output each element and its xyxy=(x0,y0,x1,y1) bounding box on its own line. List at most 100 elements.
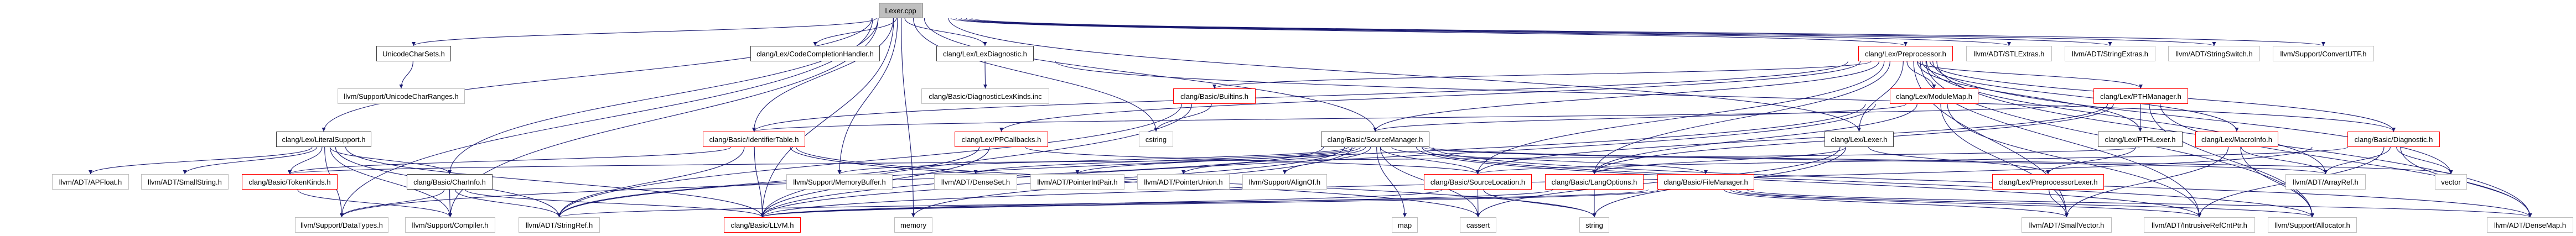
edge-filemanager-to-smallvector xyxy=(1723,189,2069,218)
edge-sourcemanager-to-arrayref xyxy=(1422,146,2328,175)
edge-lexer_cpp-to-cstring xyxy=(913,18,1158,132)
node-modulemap[interactable]: clang/Lex/ModuleMap.h xyxy=(1890,88,1978,104)
node-codecompletionhandler[interactable]: clang/Lex/CodeCompletionHandler.h xyxy=(750,46,880,61)
node-sourcemanager[interactable]: clang/Basic/SourceManager.h xyxy=(1321,132,1429,147)
node-cstring[interactable]: cstring xyxy=(1139,132,1173,147)
edge-pthmanager-to-pthlexer xyxy=(2138,103,2143,132)
edge-unicodecharsets-to-unicodecharranges xyxy=(399,61,413,89)
node-lexer-cpp: Lexer.cpp xyxy=(879,3,922,18)
edge-modulemap-to-smallvector xyxy=(1940,103,2069,218)
node-memory[interactable]: memory xyxy=(894,217,932,233)
edge-charinfo-to-stringref xyxy=(454,189,561,218)
edge-pplexer-to-smallvector xyxy=(2049,189,2069,218)
node-identifiertable[interactable]: clang/Basic/IdentifierTable.h xyxy=(703,132,805,147)
node-pointerintpair[interactable]: llvm/ADT/PointerIntPair.h xyxy=(1030,174,1124,190)
node-lexdiagnostic[interactable]: clang/Lex/LexDiagnostic.h xyxy=(936,46,1034,61)
node-cassert[interactable]: cassert xyxy=(1460,217,1496,233)
edge-lexer_cpp-to-preprocessor xyxy=(950,18,1908,46)
edge-preprocessor-to-vector xyxy=(1932,61,2453,175)
node-densemap[interactable]: llvm/ADT/DenseMap.h xyxy=(2487,217,2573,233)
edge-preprocessor-to-lexer_h xyxy=(1857,61,1904,132)
edge-sourcemanager-to-filemanager xyxy=(1391,146,1708,175)
edge-preprocessor-to-pthmanager xyxy=(1917,61,2143,89)
node-string[interactable]: string xyxy=(1579,217,1609,233)
node-literalsupport[interactable]: clang/Lex/LiteralSupport.h xyxy=(276,132,371,147)
node-pointerunion[interactable]: llvm/ADT/PointerUnion.h xyxy=(1137,174,1230,190)
edge-sourcemanager-to-pointerunion xyxy=(1181,146,1366,175)
node-sourcelocation[interactable]: clang/Basic/SourceLocation.h xyxy=(1424,174,1532,190)
node-memorybuffer[interactable]: llvm/Support/MemoryBuffer.h xyxy=(786,174,893,190)
node-smallvector[interactable]: llvm/ADT/SmallVector.h xyxy=(2022,217,2112,233)
edge-pthlexer-to-pplexer xyxy=(2046,146,2136,175)
edge-diagnostic-to-arrayref xyxy=(2324,146,2391,175)
edge-filemanager-to-llvm_h xyxy=(760,189,1659,218)
node-stlextras[interactable]: llvm/ADT/STLExtras.h xyxy=(1966,46,2052,61)
edge-pthmanager-to-allocator xyxy=(2149,103,2314,218)
node-stringextras[interactable]: llvm/ADT/StringExtras.h xyxy=(2065,46,2155,61)
edge-pthmanager-to-identifiertable xyxy=(752,103,2072,132)
node-apfloat[interactable]: llvm/ADT/APFloat.h xyxy=(52,174,129,190)
node-macroinfo[interactable]: clang/Lex/MacroInfo.h xyxy=(2195,132,2278,147)
edge-sourcemanager-to-sourcelocation xyxy=(1380,146,1480,175)
edge-literalsupport-to-charinfo xyxy=(329,146,452,175)
edge-sourcemanager-to-memory xyxy=(911,146,1352,218)
edge-preprocessor-to-ppcallbacks xyxy=(999,61,1861,132)
node-intrusiverefcntptr[interactable]: llvm/ADT/IntrusiveRefCntPtr.h xyxy=(2144,217,2255,233)
edge-builtins-to-stringref xyxy=(557,103,1182,218)
edge-sourcemanager-to-alignof xyxy=(1283,146,1371,175)
node-builtins[interactable]: clang/Basic/Builtins.h xyxy=(1173,88,1256,104)
edge-builtins-to-cstring xyxy=(1154,103,1212,132)
edge-lexer_cpp-to-stlextras xyxy=(956,18,2011,46)
node-tokenkinds[interactable]: clang/Basic/TokenKinds.h xyxy=(242,174,338,190)
edge-literalsupport-to-compiler xyxy=(329,146,452,218)
edge-identifiertable-to-stringref xyxy=(557,146,745,218)
edge-identifiertable-to-llvm_h xyxy=(754,146,764,218)
edge-identifiertable-to-tokenkinds xyxy=(288,146,732,175)
edge-lexer_h-to-langoptions xyxy=(1592,146,1847,175)
edge-lexer_cpp-to-llvm_h xyxy=(760,18,894,218)
node-vector[interactable]: vector xyxy=(2435,174,2467,190)
node-arrayref[interactable]: llvm/ADT/ArrayRef.h xyxy=(2285,174,2366,190)
node-map[interactable]: map xyxy=(1392,217,1418,233)
node-llvm-h[interactable]: clang/Basic/LLVM.h xyxy=(724,217,801,233)
edge-modulemap-to-langoptions xyxy=(1592,103,1917,175)
node-pthmanager[interactable]: clang/Lex/PTHManager.h xyxy=(2093,88,2188,104)
node-lexer-h[interactable]: clang/Lex/Lexer.h xyxy=(1825,132,1894,147)
node-allocator[interactable]: llvm/Support/Allocator.h xyxy=(2268,217,2357,233)
edge-preprocessor-to-langoptions xyxy=(1592,61,1890,175)
edge-builtins-to-llvm_h xyxy=(760,103,1193,218)
edge-filemanager-to-intrusiverefcntptr xyxy=(1730,189,2201,218)
node-preprocessorlexer[interactable]: clang/Lex/PreprocessorLexer.h xyxy=(1992,174,2104,190)
node-stringref[interactable]: llvm/ADT/StringRef.h xyxy=(519,217,600,233)
node-datatypes[interactable]: llvm/Support/DataTypes.h xyxy=(295,217,388,233)
node-pthlexer[interactable]: clang/Lex/PTHLexer.h xyxy=(2098,132,2183,147)
edge-diagnostic-to-llvm_h xyxy=(760,146,2313,218)
node-alignof[interactable]: llvm/Support/AlignOf.h xyxy=(1242,174,1327,190)
edge-sourcemanager-to-memorybuffer xyxy=(837,146,1349,175)
node-preprocessor[interactable]: clang/Lex/Preprocessor.h xyxy=(1858,46,1953,61)
edge-sourcelocation-to-string xyxy=(1483,189,1597,218)
node-ppcallbacks[interactable]: clang/Lex/PPCallbacks.h xyxy=(955,132,1048,147)
edge-preprocessor-to-modulemap xyxy=(1906,61,1936,89)
node-filemanager[interactable]: clang/Basic/FileManager.h xyxy=(1657,174,1754,190)
edge-literalsupport-to-apfloat xyxy=(89,146,313,175)
edge-macroinfo-to-tokenkinds xyxy=(288,146,2140,175)
edge-lexer_cpp-to-stringextras xyxy=(961,18,2112,46)
node-compiler[interactable]: llvm/Support/Compiler.h xyxy=(405,217,495,233)
node-unicodecharranges[interactable]: llvm/Support/UnicodeCharRanges.h xyxy=(338,88,465,104)
node-charinfo[interactable]: clang/Basic/CharInfo.h xyxy=(407,174,493,190)
node-unicodecharsets[interactable]: UnicodeCharSets.h xyxy=(376,46,451,61)
edge-literalsupport-to-smallstring xyxy=(183,146,317,175)
node-langoptions[interactable]: clang/Basic/LangOptions.h xyxy=(1545,174,1644,190)
edge-sourcemanager-to-densemap xyxy=(1432,146,2532,218)
node-smallstring[interactable]: llvm/ADT/SmallString.h xyxy=(141,174,229,190)
edge-preprocessor-to-macroinfo xyxy=(1921,61,2239,132)
edge-modulemap-to-sourcemanager xyxy=(1373,103,1907,132)
node-stringswitch[interactable]: llvm/ADT/StringSwitch.h xyxy=(2168,46,2260,61)
edge-diagnostic-to-sourcelocation xyxy=(1476,146,2349,175)
node-convertutf[interactable]: llvm/Support/ConvertUTF.h xyxy=(2273,46,2374,61)
node-denseset[interactable]: llvm/ADT/DenseSet.h xyxy=(934,174,1017,190)
node-diagnostic[interactable]: clang/Basic/Diagnostic.h xyxy=(2347,132,2440,147)
node-diagnosticlexkinds[interactable]: clang/Basic/DiagnosticLexKinds.inc xyxy=(921,88,1049,104)
edge-lexer_cpp-to-lexdiagnostic xyxy=(904,18,987,46)
